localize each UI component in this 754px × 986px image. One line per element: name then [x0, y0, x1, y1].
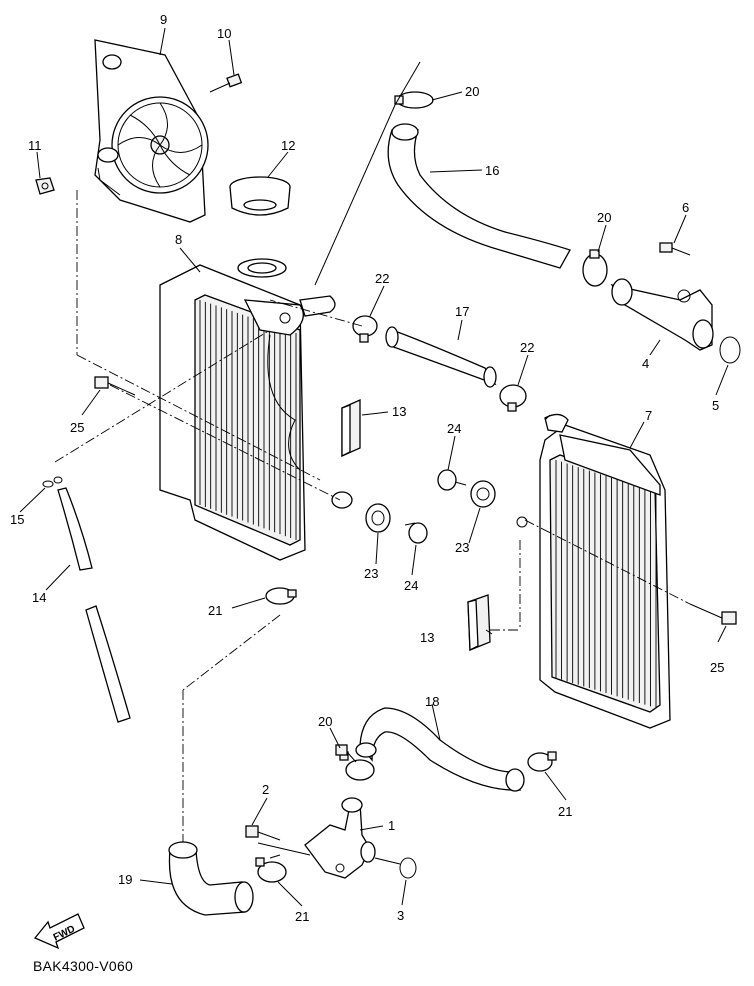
pipe-joint	[610, 278, 714, 351]
bolt-20-bottom	[335, 744, 357, 763]
callout-24-right: 24	[447, 421, 461, 436]
damper-13-lower	[467, 594, 491, 652]
callout-12: 12	[281, 138, 295, 153]
callout-10: 10	[217, 26, 231, 41]
callout-19: 19	[118, 872, 132, 887]
leader-lines	[54, 61, 691, 865]
callout-25-upper: 25	[70, 420, 84, 435]
clip-15	[42, 476, 63, 488]
fwd-arrow-icon: FWD	[33, 913, 85, 950]
clamp-22-left	[352, 315, 378, 343]
callout-21-bottom: 21	[295, 909, 309, 924]
clamp-20-top	[394, 91, 434, 109]
fan-bolt	[209, 73, 243, 93]
callout-11: 11	[28, 138, 42, 153]
collar-24-left	[404, 522, 428, 544]
callout-22-left: 22	[375, 271, 389, 286]
o-ring-3	[399, 857, 417, 879]
left-radiator	[159, 258, 353, 561]
callout-18: 18	[425, 694, 439, 709]
callout-23-left: 23	[364, 566, 378, 581]
right-radiator	[516, 413, 671, 729]
clamp-22-right	[499, 384, 527, 412]
callout-20-top: 20	[465, 84, 479, 99]
nut	[35, 177, 55, 195]
callout-22-right: 22	[520, 340, 534, 355]
radiator-cap	[229, 176, 291, 216]
o-ring	[719, 336, 741, 364]
diagram-code: BAK4300-V060	[33, 958, 134, 974]
callout-20-right: 20	[597, 210, 611, 225]
callout-5: 5	[712, 398, 719, 413]
callouts: 9 10 11 12 8 20 16 20 6 22 17 22 4 5 7 1…	[10, 12, 724, 924]
callout-7: 7	[645, 408, 652, 423]
bolt-2	[245, 825, 281, 841]
callout-9: 9	[160, 12, 167, 27]
hose-16	[387, 123, 571, 269]
callout-23-right: 23	[455, 540, 469, 555]
grommet-23-left	[365, 503, 391, 533]
damper-13-upper	[341, 398, 361, 458]
bolt-25-upper	[94, 376, 136, 396]
callout-ticks	[19, 27, 729, 907]
collar-24-right	[437, 469, 467, 491]
callout-25-lower: 25	[710, 660, 724, 675]
callout-2: 2	[262, 782, 269, 797]
callout-21-left: 21	[208, 603, 222, 618]
callout-14: 14	[32, 590, 46, 605]
bolt-25-lower	[689, 603, 737, 625]
water-pipe-1	[304, 797, 376, 879]
clamp-20-right	[582, 249, 608, 287]
callout-24-left: 24	[404, 578, 418, 593]
callout-6: 6	[682, 200, 689, 215]
callout-13-upper: 13	[392, 404, 406, 419]
overflow-hose-14	[57, 487, 131, 723]
grommet-23-right	[470, 480, 496, 508]
callout-15: 15	[10, 512, 24, 527]
hose-17	[385, 326, 497, 388]
hose-19	[168, 841, 254, 916]
callout-4: 4	[642, 356, 649, 371]
callout-8: 8	[175, 232, 182, 247]
callout-3: 3	[397, 908, 404, 923]
fan-assembly	[94, 39, 209, 223]
callout-21-right: 21	[558, 804, 572, 819]
clamp-21-left	[265, 587, 297, 605]
hose-18	[355, 707, 525, 792]
clamp-21-bottom	[255, 857, 287, 883]
clamp-20-bottom	[339, 751, 375, 781]
callout-1: 1	[388, 818, 395, 833]
clamp-21-right	[527, 751, 557, 772]
joint-bolt	[659, 242, 691, 256]
callout-16: 16	[485, 163, 499, 178]
callout-13-lower: 13	[420, 630, 434, 645]
callout-17: 17	[455, 304, 469, 319]
callout-20-bottom: 20	[318, 714, 332, 729]
